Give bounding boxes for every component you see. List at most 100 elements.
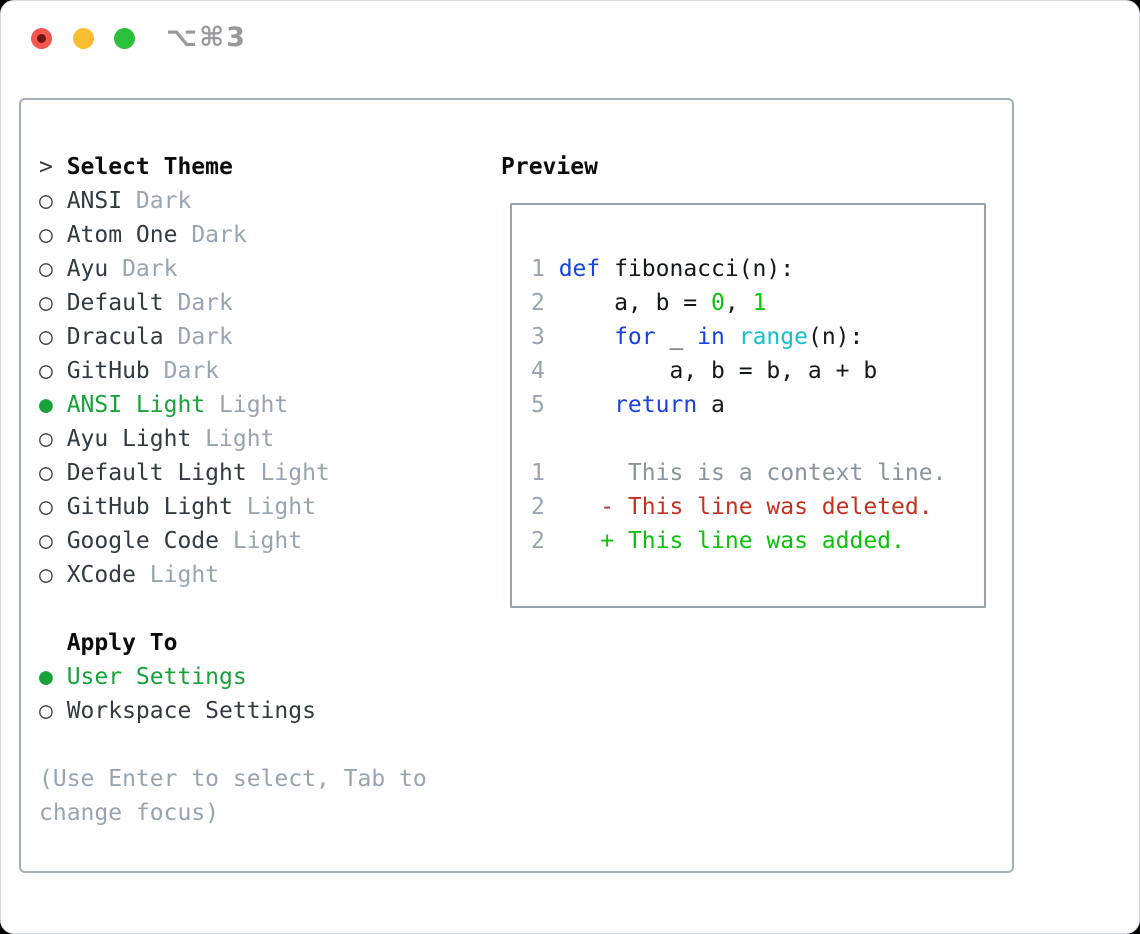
prompt-icon: > (39, 154, 53, 180)
theme-variant: Light (246, 494, 316, 520)
code-line-3: 3 for _ in range(n): (531, 320, 946, 354)
select-theme-title: Select Theme (66, 154, 233, 180)
code-token: a, b = (558, 290, 712, 316)
code-token: range (738, 324, 808, 350)
line-number: 1 (531, 256, 545, 282)
radio-icon: ● (39, 392, 53, 418)
blank-line (531, 218, 946, 252)
theme-variant: Light (260, 460, 330, 486)
code-line-5: 5 return a (531, 388, 946, 422)
code-token: (n): (807, 324, 864, 350)
spacer (39, 592, 427, 626)
code-token: a (697, 392, 725, 418)
line-number: 1 (531, 460, 545, 486)
diff-line-add: 2 + This line was added. (531, 524, 946, 558)
theme-name: ANSI Light (66, 392, 206, 418)
blank-line (531, 422, 946, 456)
radio-icon: ○ (39, 256, 53, 282)
radio-icon: ○ (39, 460, 53, 486)
theme-option-github[interactable]: ○ GitHub Dark (39, 354, 427, 388)
theme-name: XCode (66, 562, 136, 588)
code-token: , (724, 290, 753, 316)
zoom-button[interactable] (114, 28, 135, 49)
theme-name: Ayu (66, 256, 109, 282)
theme-option-default[interactable]: ○ Default Dark (39, 286, 427, 320)
radio-icon: ○ (39, 290, 53, 316)
theme-name: GitHub (66, 358, 150, 384)
theme-variant: Dark (191, 222, 247, 248)
theme-name: Default Light (66, 460, 247, 486)
code-token: _ (655, 324, 698, 350)
line-number: 2 (531, 494, 545, 520)
code-token: return (614, 392, 698, 418)
theme-variant: Dark (177, 324, 233, 350)
code-token: 0 (711, 290, 725, 316)
diff-line-del: 2 - This line was deleted. (531, 490, 946, 524)
theme-name: GitHub Light (66, 494, 233, 520)
apply-option-name: Workspace Settings (66, 698, 316, 724)
code-token: def (558, 256, 601, 282)
code-token: fibonacci(n): (600, 256, 795, 282)
radio-icon: ○ (39, 426, 53, 452)
code-token: a, b = b, a + b (558, 358, 878, 384)
theme-option-default-light[interactable]: ○ Default Light Light (39, 456, 427, 490)
theme-option-ayu[interactable]: ○ Ayu Dark (39, 252, 427, 286)
radio-icon: ○ (39, 528, 53, 554)
code-line-1: 1 def fibonacci(n): (531, 252, 946, 286)
theme-variant: Light (205, 426, 275, 452)
minimize-button[interactable] (73, 28, 94, 49)
diff-line-ctx: 1 This is a context line. (531, 456, 946, 490)
line-number: 2 (531, 528, 545, 554)
theme-variant: Light (232, 528, 303, 554)
window-title-shortcut: ⌥⌘3 (166, 22, 247, 53)
select-theme-header: > Select Theme (39, 150, 427, 184)
apply-option-workspace-settings[interactable]: ○ Workspace Settings (39, 694, 427, 728)
radio-icon: ○ (39, 324, 53, 350)
theme-variant: Dark (122, 256, 178, 282)
code-token: for (614, 324, 656, 350)
radio-icon: ○ (39, 188, 53, 214)
code-line-2: 2 a, b = 0, 1 (531, 286, 946, 320)
apply-option-user-settings[interactable]: ●User Settings (39, 660, 427, 694)
line-number: 3 (531, 324, 545, 350)
theme-name: Google Code (66, 528, 220, 554)
theme-variant: Light (219, 392, 289, 418)
code-token: in (697, 324, 725, 350)
theme-variant: Dark (163, 358, 220, 384)
apply-to-header: Apply To (39, 626, 427, 660)
theme-name: Default (66, 290, 164, 316)
theme-option-google-code[interactable]: ○ Google Code Light (39, 524, 427, 558)
apply-to-title: Apply To (66, 630, 178, 656)
theme-option-ayu-light[interactable]: ○ Ayu Light Light (39, 422, 427, 456)
theme-name: Ayu Light (66, 426, 192, 452)
code-line-4: 4 a, b = b, a + b (531, 354, 946, 388)
theme-option-ansi-light[interactable]: ● ANSI Light Light (39, 388, 427, 422)
preview-header: Preview (501, 150, 598, 184)
diff-text: This is a context line. (558, 460, 947, 486)
line-number: 5 (531, 392, 545, 418)
close-button[interactable] (31, 28, 52, 49)
theme-name: ANSI (66, 188, 123, 214)
preview-title: Preview (501, 154, 598, 180)
theme-variant: Dark (177, 290, 233, 316)
code-token (725, 324, 739, 350)
theme-name: Atom One (66, 222, 178, 248)
spacer (39, 728, 427, 762)
radio-icon: ○ (39, 562, 53, 588)
radio-icon: ○ (39, 358, 53, 384)
radio-icon: ○ (39, 698, 53, 724)
code-token (559, 392, 614, 418)
apply-option-name: User Settings (66, 664, 247, 690)
code-token (559, 324, 614, 350)
hint-text-line2: change focus) (39, 800, 220, 826)
